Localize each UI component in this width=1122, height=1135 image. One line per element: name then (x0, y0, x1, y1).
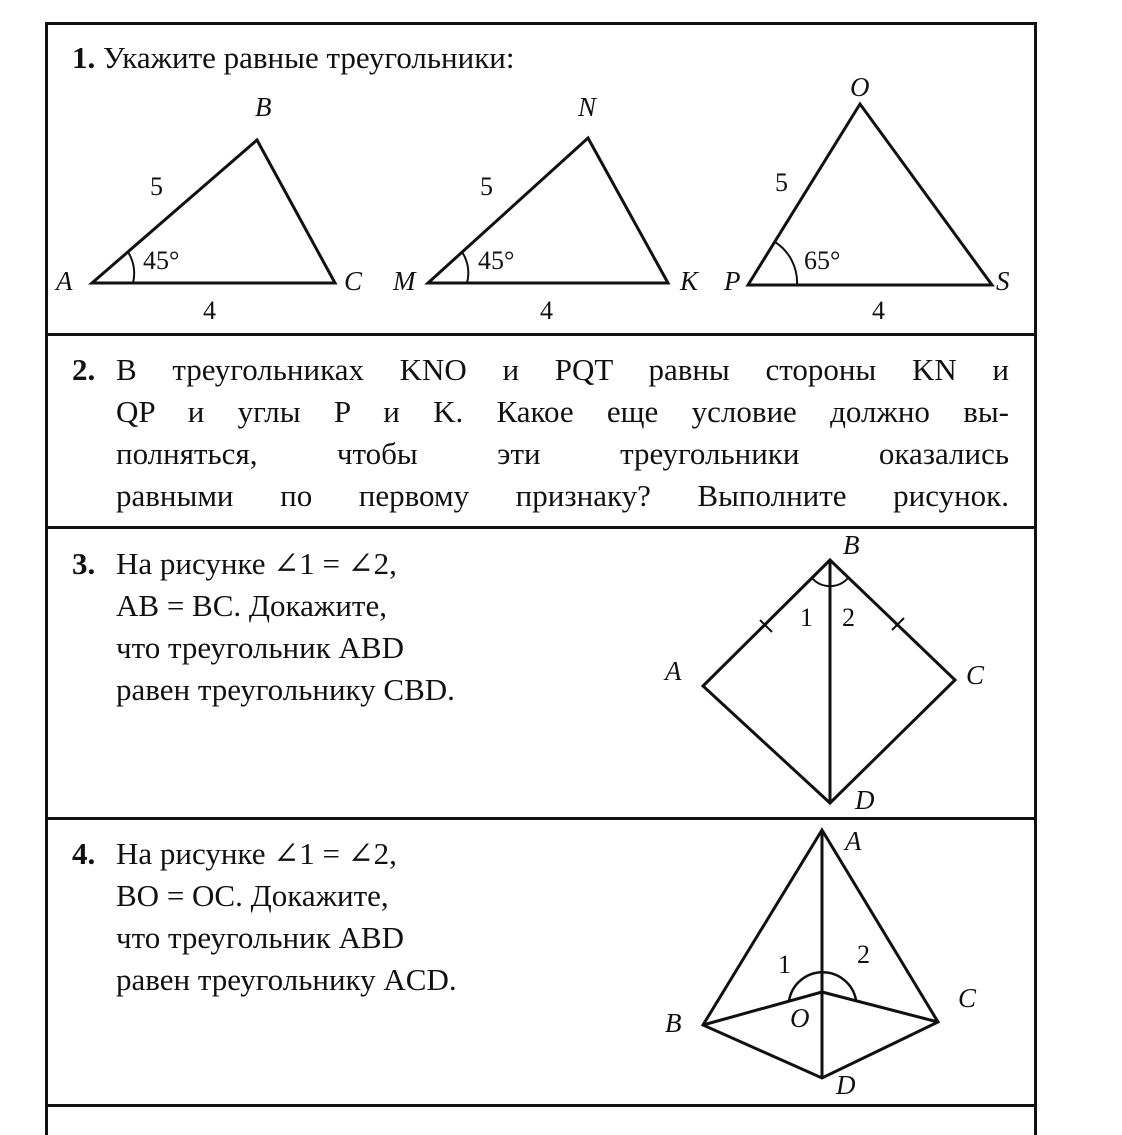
angle-value: 45° (143, 246, 180, 275)
task1-heading: 1. Укажите равные треугольники: (72, 36, 514, 80)
vertex-label: M (393, 266, 416, 296)
divider (45, 333, 1034, 336)
vertex-label: A (56, 266, 73, 296)
task-text: Укажите равные треугольники: (103, 40, 515, 75)
point-label: O (790, 1003, 810, 1033)
triangle-mnk (424, 135, 671, 285)
point-label: A (665, 656, 682, 686)
point-label: D (836, 1070, 856, 1100)
triangle-pos (745, 101, 995, 287)
vertex-label: P (724, 266, 741, 296)
point-label: A (845, 826, 862, 856)
angle-value: 65° (804, 246, 841, 275)
task-number: 3. (72, 546, 96, 581)
task-text-line: что треугольник ABD (116, 920, 404, 955)
divider (45, 817, 1034, 820)
task-number: 1. (72, 40, 96, 75)
vertex-label: B (255, 92, 272, 122)
side-length: 4 (540, 296, 553, 325)
task-number: 2. (72, 352, 96, 387)
point-label: D (855, 785, 875, 815)
task-text-line: равен треугольнику ACD. (116, 962, 457, 997)
side-length: 5 (480, 172, 493, 201)
task-text-line: BO = OC. Докажите, (116, 878, 389, 913)
angle-label: 2 (842, 603, 855, 632)
vertex-label: O (850, 72, 870, 102)
side-length: 5 (775, 168, 788, 197)
task-text-line: На рисунке ∠1 = ∠2, (116, 546, 397, 581)
side-length: 4 (872, 296, 885, 325)
divider (45, 1104, 1034, 1107)
worksheet-frame (45, 22, 1037, 1135)
angle-value: 45° (478, 246, 515, 275)
vertex-label: S (996, 266, 1010, 296)
point-label: C (966, 660, 985, 690)
vertex-label: C (344, 266, 363, 296)
triangle-abc (87, 137, 338, 285)
task-text-line: В треугольниках KNO и PQT равны стороны … (116, 352, 1009, 387)
point-label: B (665, 1008, 682, 1038)
side-length: 5 (150, 172, 163, 201)
vertex-label: K (680, 266, 699, 296)
side-length: 4 (203, 296, 216, 325)
task-text-line: равен треугольнику CBD. (116, 672, 455, 707)
task-text-line: что треугольник ABD (116, 630, 404, 665)
angle-label: 1 (778, 950, 791, 979)
figure-task4 (700, 827, 941, 1080)
task-text-line: полняться, чтобы эти треугольники оказал… (116, 436, 1009, 471)
task-text-line: На рисунке ∠1 = ∠2, (116, 836, 397, 871)
figure-task3 (700, 557, 958, 806)
task-text-line: QP и углы P и K. Какое еще условие должн… (116, 394, 1009, 429)
vertex-label: N (578, 92, 597, 122)
angle-label: 1 (800, 603, 813, 632)
point-label: B (843, 530, 860, 560)
point-label: C (958, 983, 977, 1013)
angle-label: 2 (857, 940, 870, 969)
task-number: 4. (72, 836, 96, 871)
task-text-line: AB = BC. Докажите, (116, 588, 387, 623)
task-text-line: равными по первому признаку? Выполните р… (116, 478, 1009, 513)
divider (45, 526, 1034, 529)
